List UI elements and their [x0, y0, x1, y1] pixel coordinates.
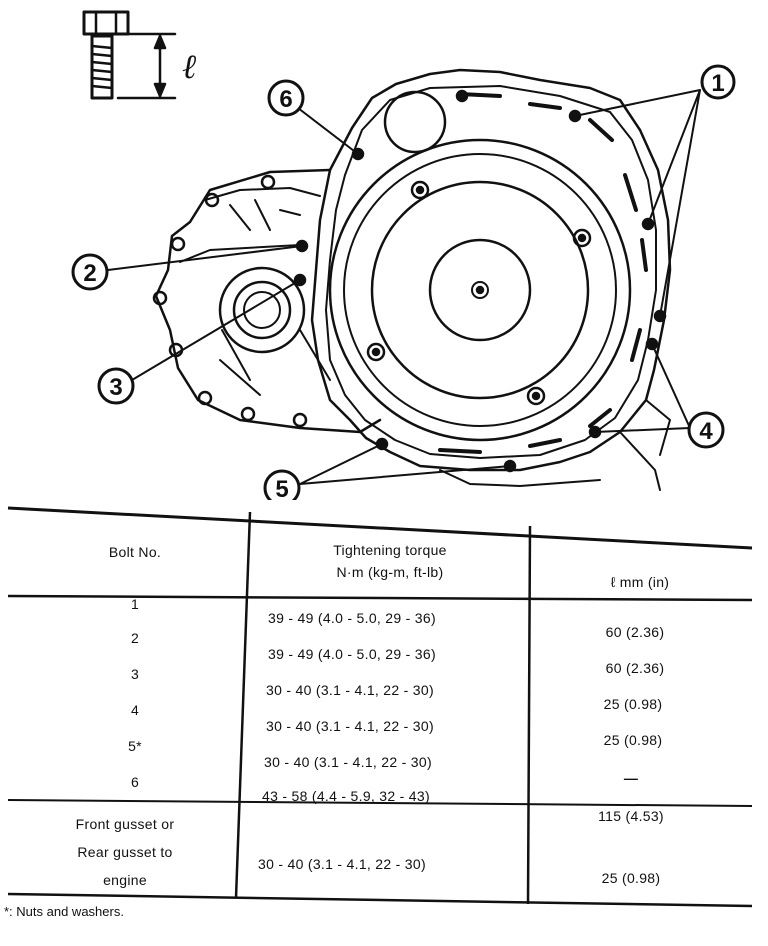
- header-torque-line1: Tightening torque: [333, 542, 447, 558]
- callout-4: 4: [687, 411, 725, 449]
- gusset-bolt-line3: engine: [103, 872, 147, 888]
- header-torque-line2: N·m (kg-m, ft-lb): [336, 564, 444, 580]
- transaxle-diagram: ℓ 1 2 3 4 5 6: [71, 10, 736, 500]
- row-4-bolt: 4: [130, 702, 140, 718]
- length-symbol: ℓ: [182, 49, 196, 86]
- callout-2: 2: [71, 253, 109, 291]
- torque-table: Bolt No. Tightening torque N·m (kg-m, ft…: [0, 490, 768, 946]
- svg-text:4: 4: [699, 418, 713, 445]
- table-grid: [7, 506, 753, 908]
- gusset-bolt-line1: Front gusset or: [75, 816, 175, 832]
- length-dimension: [116, 32, 177, 100]
- row-2-torque: 39 - 49 (4.0 - 5.0, 29 - 36): [268, 646, 436, 662]
- callout-1: 1: [700, 64, 736, 100]
- callout-5: 5: [263, 469, 301, 500]
- rear-housing: [154, 168, 382, 434]
- svg-text:6: 6: [279, 86, 292, 113]
- row-5-length: —: [623, 770, 639, 786]
- row-1-bolt: 1: [130, 596, 140, 612]
- row-1-length: 60 (2.36): [605, 624, 665, 640]
- header-bolt-no: Bolt No.: [108, 544, 162, 560]
- converter-housing: [310, 68, 672, 472]
- gusset-torque: 30 - 40 (3.1 - 4.1, 22 - 30): [258, 856, 426, 872]
- row-3-length: 25 (0.98): [603, 696, 663, 712]
- svg-text:2: 2: [83, 260, 96, 287]
- row-2-length: 60 (2.36): [605, 660, 665, 676]
- row-6-torque: 43 - 58 (4.4 - 5.9, 32 - 43): [262, 788, 430, 804]
- row-3-bolt: 3: [130, 666, 140, 682]
- gusset-bolt-line2: Rear gusset to: [77, 844, 173, 860]
- svg-text:1: 1: [711, 70, 724, 97]
- svg-text:3: 3: [109, 374, 122, 401]
- row-4-length: 25 (0.98): [603, 732, 663, 748]
- row-2-bolt: 2: [130, 630, 140, 646]
- callout-3: 3: [97, 367, 135, 405]
- callout-6: 6: [267, 79, 305, 117]
- row-6-length: 115 (4.53): [598, 808, 664, 824]
- row-3-torque: 30 - 40 (3.1 - 4.1, 22 - 30): [266, 682, 434, 698]
- header-length: ℓ mm (in): [610, 574, 670, 590]
- bolt-icon: [82, 10, 130, 100]
- table-footnote: *: Nuts and washers.: [4, 904, 124, 919]
- svg-text:5: 5: [275, 476, 288, 500]
- row-5-bolt: 5*: [128, 738, 142, 754]
- row-5-torque: 30 - 40 (3.1 - 4.1, 22 - 30): [264, 754, 432, 770]
- row-4-torque: 30 - 40 (3.1 - 4.1, 22 - 30): [266, 718, 434, 734]
- row-6-bolt: 6: [130, 774, 140, 790]
- row-1-torque: 39 - 49 (4.0 - 5.0, 29 - 36): [268, 610, 436, 626]
- gusset-length: 25 (0.98): [601, 870, 661, 886]
